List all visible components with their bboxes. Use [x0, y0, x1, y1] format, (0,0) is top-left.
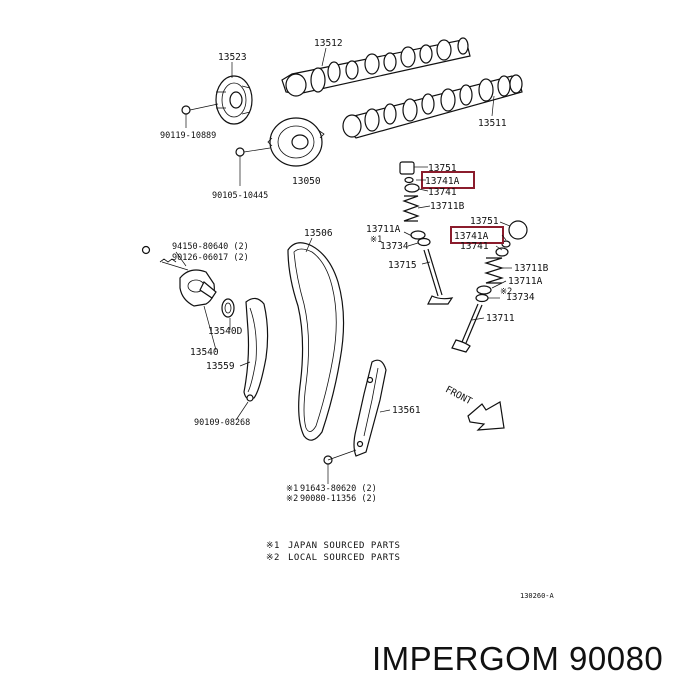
label-90105-10445: 90105-10445	[212, 191, 268, 201]
label-13711A-right: 13711A	[508, 276, 543, 287]
label-13561: 13561	[392, 405, 421, 416]
label-13715: 13715	[388, 260, 417, 271]
bolt-90119	[181, 103, 219, 115]
chain-tensioner-13540	[141, 245, 217, 307]
label-90109-08268: 90109-08268	[194, 418, 250, 428]
note-2-text: LOCAL SOURCED PARTS	[288, 553, 400, 563]
valve-assembly-left	[399, 161, 454, 305]
label-13741A-lower: 13741A	[454, 231, 489, 242]
label-13506: 13506	[304, 228, 333, 239]
mark1-bolt: ※1	[286, 484, 298, 494]
label-13741-lower: 13741	[460, 241, 489, 252]
mark2-bolt: ※2	[286, 494, 298, 504]
label-13512: 13512	[314, 38, 343, 49]
label-90080-11356: 90080-11356 (2)	[300, 494, 377, 504]
label-90119-10889: 90119-10889	[160, 131, 216, 141]
label-13511: 13511	[478, 118, 507, 129]
label-13751-upper: 13751	[428, 163, 457, 174]
label-13741A-upper: 13741A	[425, 176, 460, 187]
vvt-gear-13050	[267, 117, 325, 167]
timing-chain-13506	[287, 242, 345, 441]
label-13559: 13559	[206, 361, 235, 372]
note-1-text: JAPAN SOURCED PARTS	[288, 541, 400, 551]
label-94150-80640: 94150-80640 (2)	[172, 242, 249, 252]
figure-code: 130260-A	[520, 592, 555, 600]
note-2-mark: ※2	[266, 553, 280, 563]
label-13540: 13540	[190, 347, 219, 358]
chain-guide-13561	[353, 359, 387, 457]
label-13711: 13711	[486, 313, 515, 324]
label-13711A-left: 13711A	[366, 224, 401, 235]
leader-lines	[185, 47, 512, 421]
highlight-box-13741A-lower	[450, 226, 504, 244]
label-13751-lower: 13751	[470, 216, 499, 227]
valve-assembly-right	[451, 220, 528, 353]
bolt-91643	[323, 449, 357, 484]
bolt-90109	[246, 394, 254, 402]
label-13741-upper: 13741	[428, 187, 457, 198]
label-13050: 13050	[292, 176, 321, 187]
label-13711B-upper: 13711B	[430, 201, 465, 212]
front-arrow	[467, 401, 505, 431]
bolt-90105	[235, 147, 271, 157]
label-13711B-lower: 13711B	[514, 263, 549, 274]
camshaft-13512	[281, 37, 471, 97]
label-13540D: 13540D	[208, 326, 243, 337]
mark2-right: ※2	[500, 287, 512, 297]
label-91643-80620: 91643-80620 (2)	[300, 484, 377, 494]
cam-sprocket-13523	[215, 75, 253, 125]
o-ring-13540D	[221, 298, 235, 318]
mark1-left: ※1	[370, 235, 382, 245]
label-13523: 13523	[218, 52, 247, 63]
brand-part-number: IMPERGOM 90080	[372, 640, 664, 677]
tensioner-slipper-13559	[243, 297, 269, 400]
label-90126-06017: 90126-06017 (2)	[172, 253, 249, 263]
note-1-mark: ※1	[266, 541, 280, 551]
label-13734-right: 13734	[506, 292, 535, 303]
label-13734-left: 13734	[380, 241, 409, 252]
front-label: FRONT	[443, 384, 474, 407]
camshaft-13511	[342, 74, 523, 139]
